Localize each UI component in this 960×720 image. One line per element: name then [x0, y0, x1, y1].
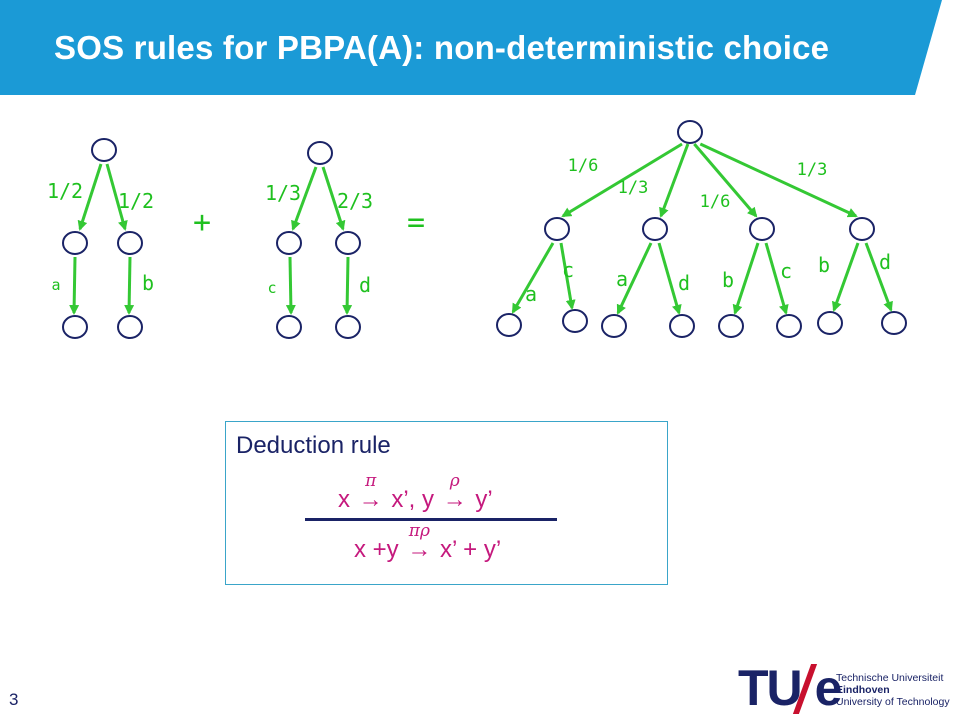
arrow-icon: → — [442, 486, 467, 513]
tree3-action-label-8: d — [879, 250, 891, 274]
tree2-node-left — [276, 231, 302, 255]
transition-diagram: 1/2 1/2 a b +1/3 2/3 c d = 1/6 1/3 1/6 1/3 a c a d b c b d — [47, 120, 907, 339]
tree3-action-label-4: d — [678, 271, 690, 295]
tree2-root-node — [307, 141, 333, 165]
tree3-prob-label-4: 1/3 — [797, 160, 828, 180]
tree3-leaf-4 — [669, 314, 695, 338]
tree3-prob-label-1: 1/6 — [568, 156, 599, 176]
tree3-node-3 — [749, 217, 775, 241]
tree2-leaf-right — [335, 315, 361, 339]
arrow-icon: → — [407, 536, 432, 563]
premise-x-prime-y: x’, y — [391, 486, 435, 513]
tree3-edge-prob-4 — [699, 142, 858, 218]
tree3-prob-label-3: 1/6 — [700, 192, 731, 212]
tree3-edge-action-2 — [559, 242, 576, 310]
tree3-leaf-8 — [881, 311, 907, 335]
conclusion-arrow: πρ → — [407, 521, 432, 564]
tree2-edge-prob-left — [291, 166, 318, 231]
tree3-root-node — [677, 120, 703, 144]
tree1-prob-right-label: 1/2 — [118, 189, 154, 213]
premise-arrow-label-rho: ρ — [449, 471, 460, 491]
tree3-edge-action-5 — [732, 242, 760, 315]
tree3-node-1 — [544, 217, 570, 241]
tree1-edge-action-left — [69, 256, 80, 315]
tree3-action-label-6: c — [780, 259, 792, 283]
tree3-edge-prob-1 — [561, 142, 683, 218]
conclusion-sum: x +y — [354, 536, 399, 563]
tree3-leaf-7 — [817, 311, 843, 335]
deduction-rule-box: Deduction rule x π → x’, y ρ → y’ x +y π… — [225, 421, 668, 585]
tree3-edge-action-7 — [831, 242, 860, 312]
tree3-leaf-2 — [562, 309, 588, 333]
tree1-node-left — [62, 231, 88, 255]
tree2-prob-left-label: 1/3 — [265, 181, 301, 205]
tree3-node-4 — [849, 217, 875, 241]
tree3-edge-action-8 — [864, 242, 893, 312]
tree3-edge-prob-2 — [659, 143, 690, 218]
premise-arrow-label-pi: π — [365, 471, 377, 491]
plus-symbol: + — [193, 205, 211, 240]
tree3-edge-action-1 — [511, 242, 555, 314]
premise-arrow-pi: π → — [358, 471, 383, 514]
header-banner: SOS rules for PBPA(A): non-deterministic… — [0, 0, 960, 95]
logo-line-3: University of Technology — [836, 696, 950, 708]
rule-conclusion: x +y πρ → x’ + y’ — [354, 521, 502, 564]
tree2-action-right-label: d — [359, 273, 371, 297]
tree1-edge-prob-left — [77, 163, 103, 231]
header-background — [0, 0, 942, 95]
logo-line-1: Technische Universiteit — [836, 672, 944, 684]
tree2-prob-right-label: 2/3 — [337, 189, 373, 213]
tree3-edge-action-4 — [657, 242, 682, 315]
logo-mark-tu: TU — [738, 660, 803, 716]
tree3-leaf-3 — [601, 314, 627, 338]
rule-separator-line — [305, 518, 557, 521]
tree1-leaf-left — [62, 315, 88, 339]
logo-mark-e: e — [814, 660, 843, 716]
tree3-action-label-2: c — [562, 258, 574, 282]
logo-text: Technische Universiteit Eindhoven Univer… — [836, 672, 950, 708]
tree3-action-label-3: a — [616, 267, 628, 291]
tree1-edge-prob-right — [105, 163, 128, 231]
tree2-action-left-label: c — [267, 279, 276, 297]
conclusion-target: x’ + y’ — [440, 536, 502, 563]
tree3-leaf-1 — [496, 313, 522, 337]
tree2-edge-prob-right — [321, 166, 346, 231]
tree1-action-right-label: b — [142, 271, 154, 295]
premise-arrow-rho: ρ → — [442, 471, 467, 514]
tree1-edge-action-right — [124, 256, 135, 315]
page-number: 3 — [9, 690, 19, 709]
logo-line-2: Eindhoven — [836, 684, 890, 696]
tree2-edge-action-right — [342, 256, 353, 315]
tree3-leaf-5 — [718, 314, 744, 338]
rule-premise: x π → x’, y ρ → y’ — [338, 471, 493, 514]
tree3-prob-label-2: 1/3 — [618, 178, 649, 198]
tree1-node-right — [117, 231, 143, 255]
premise-y-prime: y’ — [475, 486, 493, 513]
tree1-root-node — [91, 138, 117, 162]
tree3-edge-action-3 — [616, 242, 653, 315]
tree1-action-left-label: a — [51, 276, 60, 294]
rule-title: Deduction rule — [236, 432, 391, 459]
arrow-icon: → — [358, 486, 383, 513]
premise-x: x — [338, 486, 350, 513]
tree3-action-label-1: a — [525, 282, 537, 306]
tree3-leaf-6 — [776, 314, 802, 338]
tree3-edge-action-6 — [764, 242, 789, 315]
tree1-leaf-right — [117, 315, 143, 339]
tree2-edge-action-left — [285, 256, 296, 315]
tree3-action-label-7: b — [818, 253, 830, 277]
tree1-prob-left-label: 1/2 — [47, 179, 83, 203]
tree3-action-label-5: b — [722, 268, 734, 292]
tree3-edge-prob-3 — [693, 143, 758, 218]
equals-symbol: = — [407, 205, 425, 240]
slide-title: SOS rules for PBPA(A): non-deterministic… — [54, 29, 830, 66]
tree2-node-right — [335, 231, 361, 255]
tree3-node-2 — [642, 217, 668, 241]
tree2-leaf-left — [276, 315, 302, 339]
conclusion-arrow-label: πρ — [408, 521, 430, 541]
